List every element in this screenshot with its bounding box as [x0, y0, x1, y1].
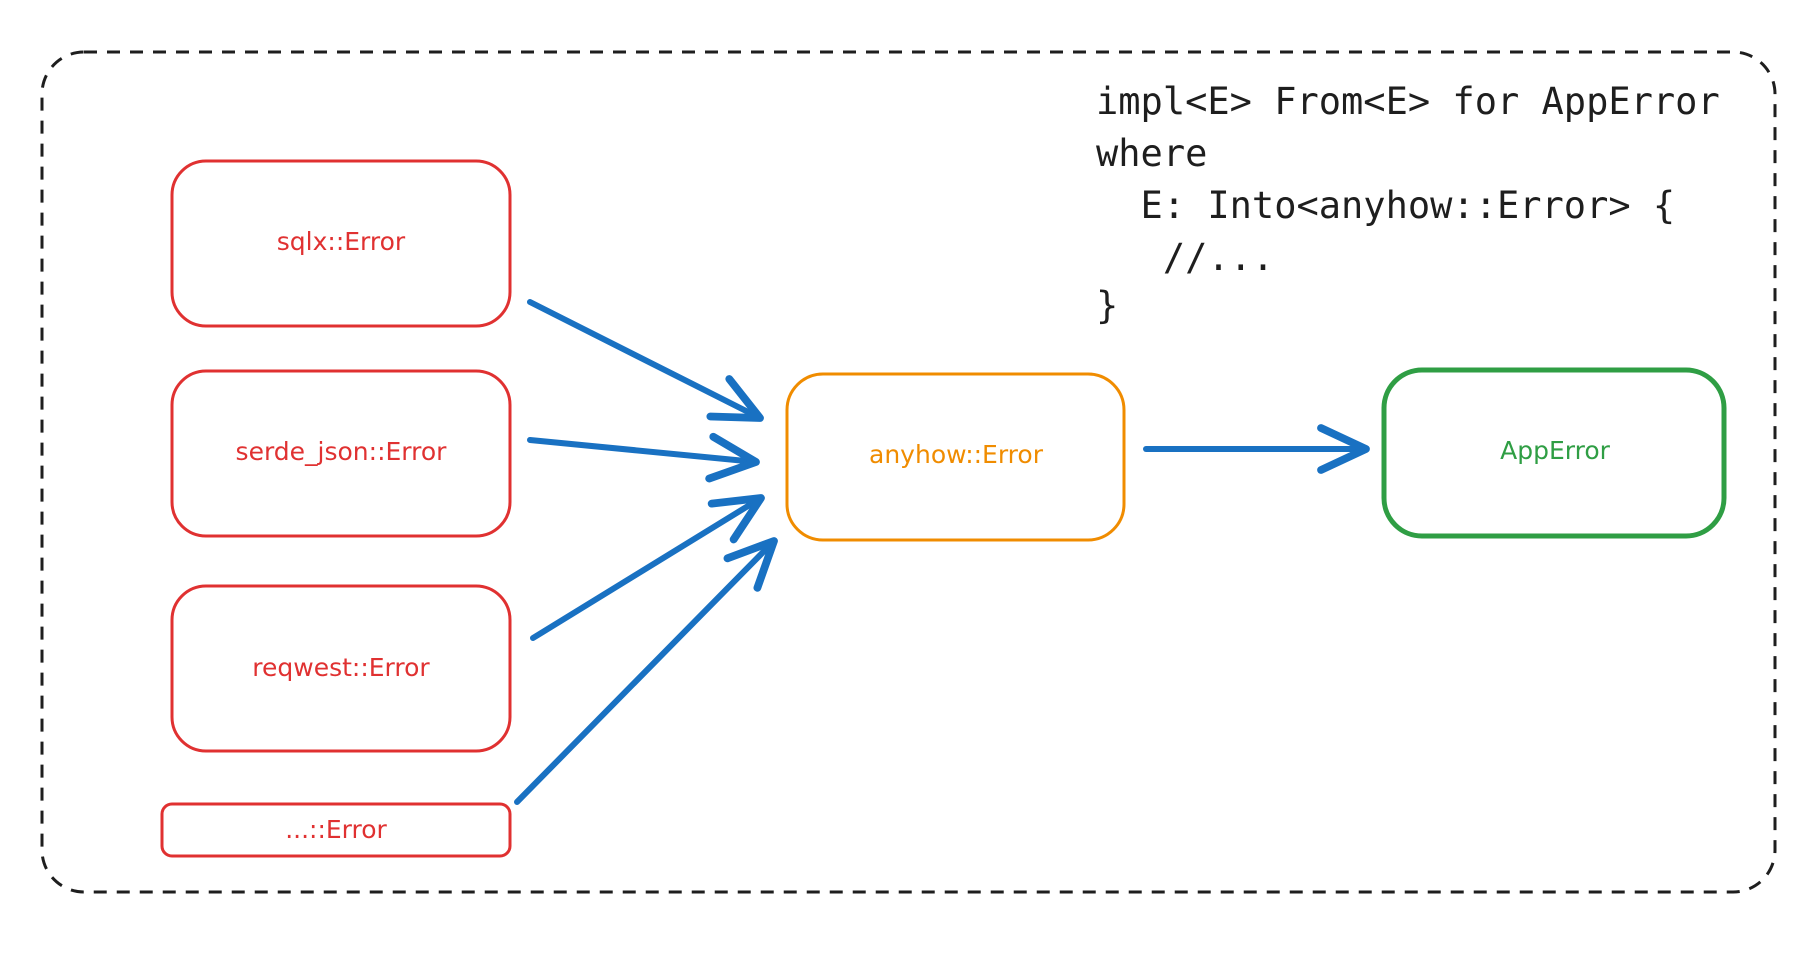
source-label: sqlx::Error — [277, 227, 406, 256]
code-line: impl<E> From<E> for AppError — [1096, 80, 1720, 123]
hub-node-anyhow: anyhow::Error — [785, 372, 1126, 542]
source-node-sqlx: sqlx::Error — [170, 159, 512, 328]
target-node-apperror: AppError — [1381, 367, 1727, 539]
source-node-serde-json: serde_json::Error — [170, 369, 512, 538]
code-line: where — [1096, 132, 1207, 175]
code-line: } — [1096, 284, 1118, 327]
source-box — [170, 584, 512, 753]
arrow-sqlx-to-anyhow — [527, 299, 764, 422]
hub-box — [785, 372, 1126, 542]
target-box — [1381, 367, 1727, 539]
source-box — [170, 159, 512, 328]
code-line: //... — [1096, 236, 1274, 279]
arrow-reqwest-to-anyhow — [530, 494, 765, 641]
arrow-other-to-anyhow — [514, 537, 778, 805]
code-snippet: impl<E> From<E> for AppError where E: In… — [1096, 80, 1720, 327]
source-label: serde_json::Error — [236, 437, 448, 466]
arrow-serde-json-to-anyhow — [527, 432, 760, 483]
source-label: reqwest::Error — [252, 653, 430, 682]
source-box — [170, 369, 512, 538]
target-label: AppError — [1500, 436, 1610, 465]
code-line: E: Into<anyhow::Error> { — [1096, 184, 1675, 227]
source-node-reqwest: reqwest::Error — [170, 584, 512, 753]
source-node-other: ...::Error — [160, 802, 512, 858]
boundary-frame — [40, 50, 1777, 894]
source-label: ...::Error — [285, 815, 387, 844]
hub-label: anyhow::Error — [869, 440, 1044, 469]
source-box — [160, 802, 512, 858]
